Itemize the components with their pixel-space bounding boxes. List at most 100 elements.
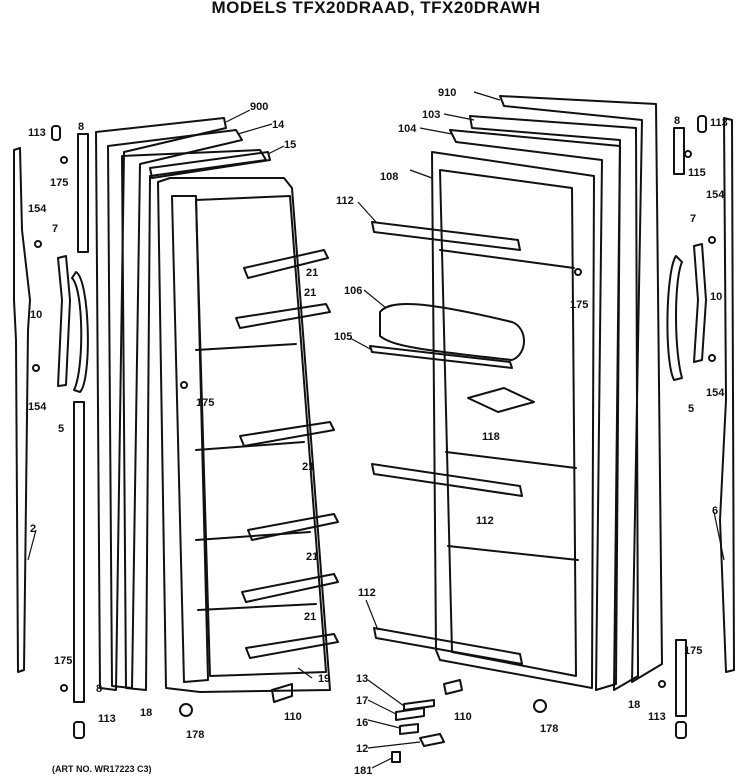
callout-104: 104 — [398, 123, 417, 135]
callout-12: 12 — [356, 743, 368, 755]
callout-113-right: 113 — [710, 117, 728, 129]
callout-18-left: 18 — [140, 707, 152, 719]
part-110-right — [443, 679, 463, 695]
callout-175-left-bottom: 175 — [54, 655, 72, 667]
door-shelf-21-d — [247, 513, 339, 541]
callout-19: 19 — [318, 673, 330, 685]
hinge-bar-right-bottom — [675, 639, 687, 717]
screw-right-154 — [708, 236, 716, 244]
door-liner-left — [121, 149, 267, 691]
callout-14: 14 — [272, 119, 285, 131]
callout-113-right-bottom: 113 — [648, 711, 666, 723]
door-inner-right — [431, 151, 595, 689]
breaker-strip-15 — [149, 151, 271, 179]
handle-right-7 — [693, 243, 707, 363]
door-outer-panel-right — [499, 95, 663, 683]
door-rib-2 — [195, 441, 305, 451]
callout-21-e: 21 — [306, 267, 318, 279]
part-13 — [403, 699, 435, 711]
door-rib-r3 — [447, 545, 579, 561]
callout-13: 13 — [356, 673, 368, 685]
screw-right-115 — [684, 150, 692, 158]
handle-left — [57, 255, 71, 387]
door-rib-1 — [195, 343, 297, 351]
ice-cover-106 — [379, 302, 525, 361]
screw-door-175-left — [180, 381, 188, 389]
callout-2: 2 — [30, 523, 36, 535]
door-outer-panel-left — [95, 117, 227, 691]
callout-6: 6 — [712, 505, 718, 517]
part-16 — [399, 723, 419, 735]
callout-8-right: 8 — [674, 115, 680, 127]
callout-18-right: 18 — [628, 699, 640, 711]
handle-right-5 — [666, 255, 683, 381]
part-110-left — [271, 683, 293, 703]
callout-900: 900 — [250, 101, 268, 113]
callout-15: 15 — [284, 139, 296, 151]
door-bin-112-mid — [371, 463, 523, 497]
door-bin-112-top — [371, 221, 521, 251]
door-inner-recess-right — [439, 169, 577, 677]
door-rib-3 — [195, 531, 311, 541]
cap-113-right-top — [697, 115, 707, 133]
door-liner-right — [449, 129, 621, 691]
cap-113-left-top — [51, 125, 61, 141]
callout-21-a: 21 — [304, 287, 316, 299]
callout-112-bottom: 112 — [358, 587, 376, 599]
door-inner-frame-left — [171, 195, 209, 683]
callout-110-right: 110 — [454, 711, 472, 723]
trim-strip-left — [13, 147, 31, 673]
door-inner-recess-left — [195, 195, 327, 677]
callout-113-left: 113 — [28, 127, 46, 139]
screw-door-175-right — [574, 268, 582, 276]
callout-5-right: 5 — [688, 403, 694, 415]
plug-178-right — [533, 699, 547, 713]
callout-112-top: 112 — [336, 195, 354, 207]
door-bin-112-bottom — [373, 627, 523, 665]
callout-10-left: 10 — [30, 309, 42, 321]
hinge-bar-left-bottom — [73, 401, 85, 703]
callout-115-right: 115 — [688, 167, 706, 179]
part-181 — [391, 751, 401, 763]
callout-8-left: 8 — [78, 121, 84, 133]
part-17 — [395, 707, 425, 721]
door-inner-left — [157, 177, 331, 693]
art-number: (ART NO. WR17223 C3) — [52, 764, 152, 774]
callout-21-c: 21 — [306, 551, 318, 563]
screw-right-175 — [658, 680, 666, 688]
callout-181: 181 — [354, 765, 372, 777]
handle-left-5 — [71, 271, 89, 393]
callout-106: 106 — [344, 285, 362, 297]
tray-118 — [467, 387, 535, 413]
page-title: MODELS TFX20DRAAD, TFX20DRAWH — [211, 0, 541, 17]
callout-5-left: 5 — [58, 423, 64, 435]
callout-8-left-bottom: 8 — [96, 683, 102, 695]
callout-175-left-top: 175 — [50, 177, 68, 189]
door-rib-4 — [197, 603, 317, 611]
door-rib-r1 — [439, 249, 575, 269]
door-shelf-21-b — [235, 303, 331, 329]
cap-113-left-bottom — [73, 721, 85, 739]
hinge-bar-left-top — [77, 133, 89, 253]
door-gasket-right — [469, 115, 639, 691]
callout-118: 118 — [482, 431, 500, 443]
callout-154-right-top: 154 — [706, 189, 725, 201]
screw-left-154 — [34, 240, 42, 248]
callout-21-d: 21 — [304, 611, 316, 623]
callout-7-left: 7 — [52, 223, 58, 235]
callout-910: 910 — [438, 87, 456, 99]
callout-16: 16 — [356, 717, 368, 729]
callout-110-left: 110 — [284, 711, 302, 723]
screw-left-154b — [32, 364, 40, 372]
callout-178-right: 178 — [540, 723, 558, 735]
callout-108: 108 — [380, 171, 398, 183]
callout-178-left: 178 — [186, 729, 204, 741]
plug-178-left — [179, 703, 193, 717]
callout-175-right-door: 175 — [570, 299, 588, 311]
callout-113-left-bottom: 113 — [98, 713, 116, 725]
part-12 — [419, 733, 445, 747]
callout-154-right-bottom: 154 — [706, 387, 725, 399]
door-shelf-21-c — [239, 421, 335, 447]
callout-175-left-door: 175 — [196, 397, 214, 409]
